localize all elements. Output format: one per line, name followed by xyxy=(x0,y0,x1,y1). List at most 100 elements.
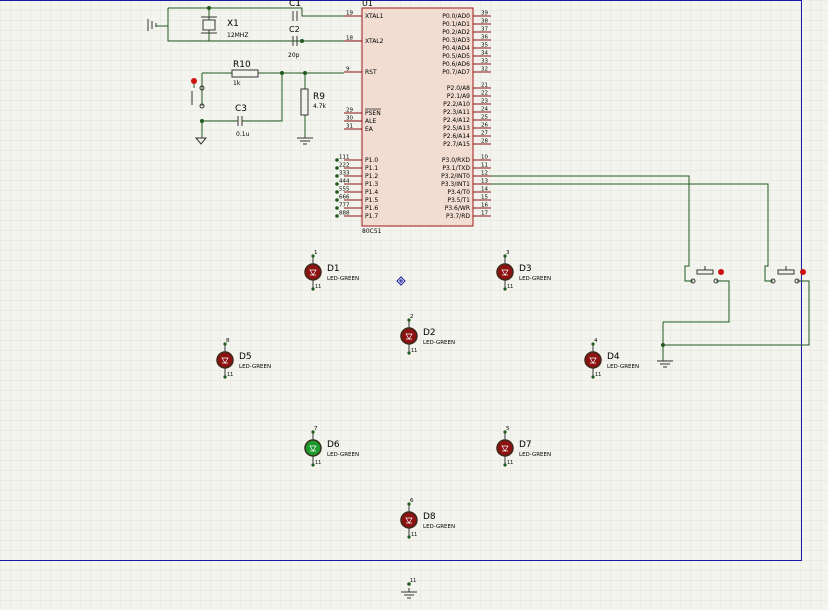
led-anode-terminal[interactable] xyxy=(311,430,315,434)
c3-designator: C3 xyxy=(235,104,247,114)
led-anode-terminal[interactable] xyxy=(407,502,411,506)
led-anode-terminal[interactable] xyxy=(407,318,411,322)
mcu-right-pin-number: 14 xyxy=(481,187,488,193)
port1-net-label: 44 xyxy=(339,179,346,185)
r9-resistor[interactable] xyxy=(300,88,309,116)
mcu-right-pin-name: P0.3/AD3 xyxy=(442,37,470,44)
mcu-right-pin-number: 35 xyxy=(481,43,488,49)
led-anode-terminal[interactable] xyxy=(223,342,227,346)
ground-symbol-buttons xyxy=(657,360,673,368)
wire-segment xyxy=(663,280,730,323)
mcu-right-pin-name: P2.7/A15 xyxy=(443,141,470,148)
button-int0-terminal[interactable] xyxy=(718,269,724,275)
mcu-right-pin-name: P2.5/A13 xyxy=(443,125,470,132)
mcu-right-pin-number: 11 xyxy=(481,163,488,169)
mcu-left-pin-name: PSEN xyxy=(365,110,381,117)
wire-junction xyxy=(200,119,204,123)
led-diode-symbol xyxy=(405,333,413,340)
led-cathode-terminal[interactable] xyxy=(503,463,507,467)
port1-net-terminal[interactable] xyxy=(335,198,339,202)
mcu-right-pin-name: P3.6/WR xyxy=(445,205,470,212)
led-anode-terminal[interactable] xyxy=(591,342,595,346)
mcu-left-pin-number: 19 xyxy=(346,11,353,17)
mcu-left-pin-number: 8 xyxy=(346,211,350,217)
mcu-left-pin-number: 2 xyxy=(346,163,350,169)
mcu-right-pin-number: 37 xyxy=(481,27,488,33)
led-cathode-terminal[interactable] xyxy=(407,351,411,355)
wire-segment xyxy=(168,7,344,17)
led-pin-label: 11 xyxy=(315,460,321,466)
mcu-right-pin-name: P3.3/INT1 xyxy=(441,181,470,188)
led-pin-label: 11 xyxy=(315,284,321,290)
mcu-left-pin-number: 6 xyxy=(346,195,350,201)
led-net-label: 6 xyxy=(410,498,414,504)
led-part-label: LED-GREEN xyxy=(423,524,455,530)
port1-net-terminal[interactable] xyxy=(335,190,339,194)
reset-switch-terminal[interactable] xyxy=(191,78,197,84)
led-cathode-terminal[interactable] xyxy=(223,375,227,379)
mcu-right-pin-number: 34 xyxy=(481,51,488,57)
mcu-right-pin-name: P2.2/A10 xyxy=(443,101,470,108)
led-part-label: LED-GREEN xyxy=(607,364,639,370)
mcu-right-pin-number: 39 xyxy=(481,11,488,17)
led-net-label: 5 xyxy=(506,426,510,432)
led-net-label: 4 xyxy=(594,338,598,344)
button-int0[interactable] xyxy=(690,266,724,284)
mcu-right-pin-name: P2.6/A14 xyxy=(443,133,470,140)
port1-net-terminal[interactable] xyxy=(335,206,339,210)
led-anode-terminal[interactable] xyxy=(503,430,507,434)
r10-resistor[interactable] xyxy=(231,69,259,78)
port1-net-terminal[interactable] xyxy=(335,214,339,218)
mcu-right-pin-name: P0.7/AD7 xyxy=(442,69,470,76)
mcu-right-pin-number: 33 xyxy=(481,59,488,65)
led-cathode-terminal[interactable] xyxy=(591,375,595,379)
port1-net-terminal[interactable] xyxy=(335,158,339,162)
mcu-right-pin-number: 28 xyxy=(481,139,488,145)
mcu-body xyxy=(361,7,474,227)
led-anode-terminal[interactable] xyxy=(311,254,315,258)
mcu-right-pin-number: 25 xyxy=(481,115,488,121)
led-anode-terminal[interactable] xyxy=(503,254,507,258)
led-cathode-terminal[interactable] xyxy=(311,287,315,291)
led-body xyxy=(304,439,322,457)
led-cathode-terminal[interactable] xyxy=(503,287,507,291)
r10-designator: R10 xyxy=(233,60,251,70)
led-part-label: LED-GREEN xyxy=(327,452,359,458)
led-cathode-terminal[interactable] xyxy=(407,535,411,539)
led-diode-symbol xyxy=(501,269,509,276)
mcu-left-pin-name: P1.1 xyxy=(365,165,378,172)
led-pin-label: 11 xyxy=(507,284,513,290)
oscillator-section: X1 12MHZ C1 C2 20p xyxy=(147,0,301,59)
mcu-right-pin-number: 26 xyxy=(481,123,488,129)
led-body xyxy=(400,327,418,345)
mcu-right-pin-number: 32 xyxy=(481,67,488,73)
port1-net-label: 22 xyxy=(339,163,346,169)
mcu-right-pin-number: 36 xyxy=(481,35,488,41)
port1-net-terminal[interactable] xyxy=(335,182,339,186)
mcu-right-pin-name: P3.0/RXD xyxy=(442,157,470,164)
mcu-left-pin-name: P1.3 xyxy=(365,181,378,188)
port1-net-terminal[interactable] xyxy=(335,166,339,170)
mcu-right-pin-number: 24 xyxy=(481,107,488,113)
button-int1[interactable] xyxy=(770,266,806,284)
button-int1-terminal[interactable] xyxy=(800,269,806,275)
push-buttons xyxy=(657,266,806,368)
port1-net-terminal[interactable] xyxy=(335,174,339,178)
mcu-right-pin-number: 22 xyxy=(481,91,488,97)
mcu-right-pin-name: P0.1/AD1 xyxy=(442,21,470,28)
mcu-right-pin-name: P3.7/RD xyxy=(446,213,470,220)
led-pin-label: 11 xyxy=(227,372,233,378)
led-cathode-terminal[interactable] xyxy=(311,463,315,467)
cursor-marker xyxy=(396,276,406,286)
crystal-x1[interactable] xyxy=(202,19,216,31)
